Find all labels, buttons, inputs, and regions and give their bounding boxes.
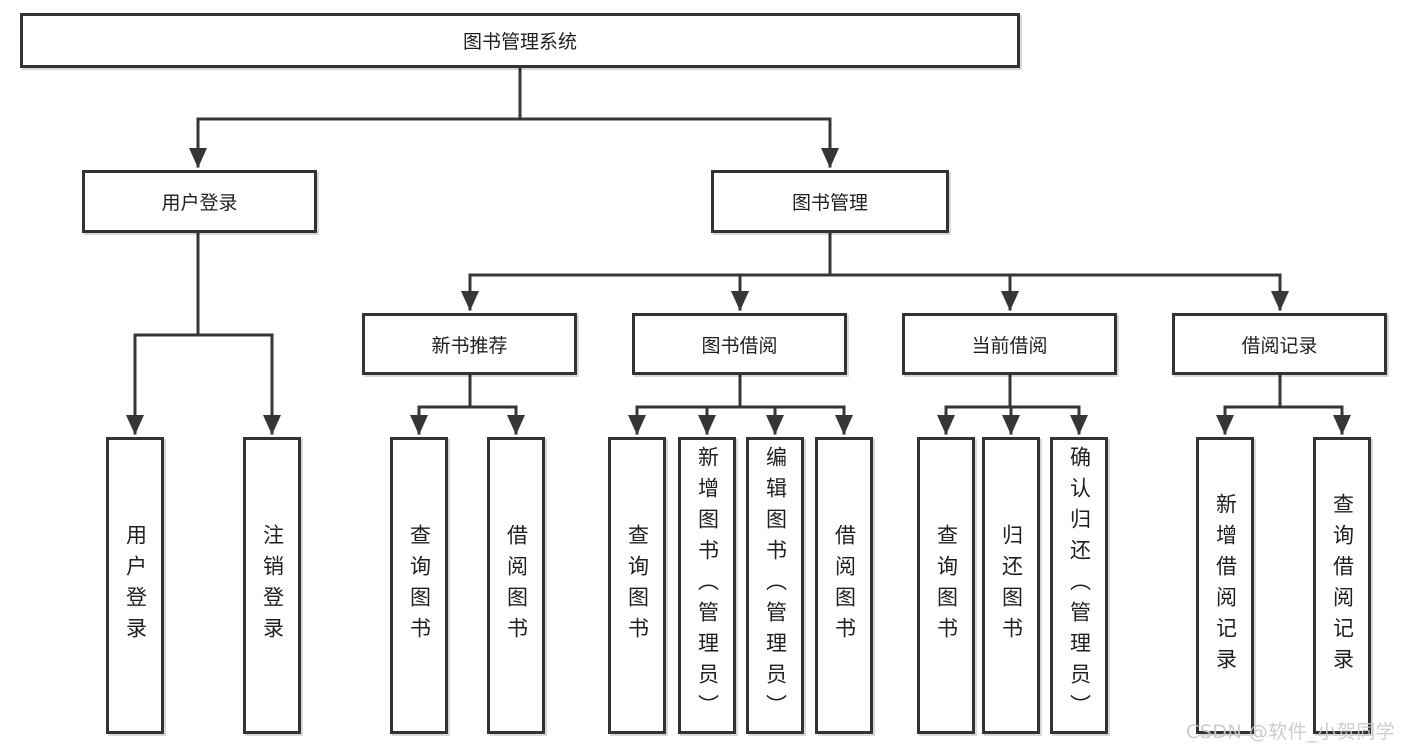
leaf-user-login: 用户登录 <box>106 437 164 734</box>
leaf-query-borrow-record: 查询借阅记录 <box>1313 437 1371 734</box>
node-book-management: 图书管理 <box>711 170 949 233</box>
node-new-book-recommendation: 新书推荐 <box>362 313 577 375</box>
leaf-logout: 注销登录 <box>243 437 301 734</box>
leaf-query-books-borrowing: 查询图书 <box>608 437 666 734</box>
leaf-return-books: 归还图书 <box>982 437 1040 734</box>
csdn-watermark: CSDN @软件_小贺同学 <box>1186 721 1396 743</box>
leaf-query-books-recommend: 查询图书 <box>390 437 448 734</box>
node-book-borrowing: 图书借阅 <box>632 313 847 375</box>
leaf-confirm-return-admin: 确认归还（管理员） <box>1050 437 1108 734</box>
node-borrowing-records: 借阅记录 <box>1172 313 1387 375</box>
node-current-borrowing: 当前借阅 <box>902 313 1117 375</box>
node-user-login: 用户登录 <box>82 170 317 233</box>
leaf-add-books-admin: 新增图书（管理员） <box>678 437 736 734</box>
leaf-borrow-books-recommend: 借阅图书 <box>487 437 545 734</box>
leaf-query-books-current: 查询图书 <box>917 437 975 734</box>
leaf-edit-books-admin: 编辑图书（管理员） <box>746 437 804 734</box>
leaf-borrow-books: 借阅图书 <box>815 437 873 734</box>
node-library-management-system: 图书管理系统 <box>20 13 1020 68</box>
leaf-add-borrow-record: 新增借阅记录 <box>1196 437 1254 734</box>
